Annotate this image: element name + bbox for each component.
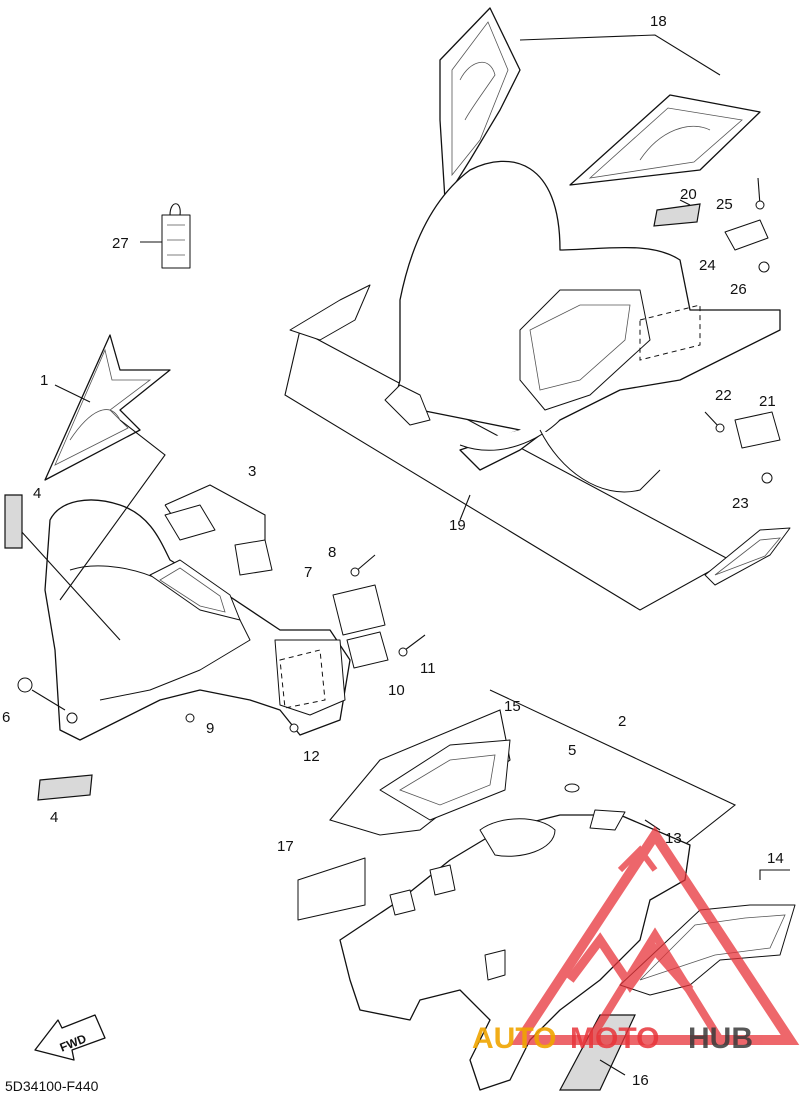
part-11-rivet [398, 634, 426, 657]
part-27-tag [140, 203, 191, 269]
part-20-decal [653, 199, 701, 227]
callout-label: 13 [665, 830, 682, 847]
callout-label: 16 [632, 1072, 649, 1089]
part-1-decal [44, 334, 171, 481]
callout-label: 24 [699, 257, 716, 274]
side-cover-assembly [329, 689, 737, 1091]
part-3-decals [164, 504, 273, 576]
callout-label: 23 [732, 495, 749, 512]
callout-label: 26 [730, 281, 747, 298]
callout-label: 2 [618, 713, 626, 730]
watermark-wordmark: AUTO MOTO HUB [472, 1022, 753, 1055]
part-12-nut [289, 723, 299, 733]
callout-label: 7 [304, 564, 312, 581]
callout-label: 14 [767, 850, 784, 867]
callout-label: 4 [33, 485, 41, 502]
callout-label: 8 [328, 544, 336, 561]
svg-text:HUB: HUB [688, 1022, 753, 1055]
callout-label: 6 [2, 709, 10, 726]
part-23-nut [761, 472, 773, 484]
part-19-rear-fender [284, 160, 791, 611]
part-7-plate [332, 584, 386, 636]
callout-label: 22 [715, 387, 732, 404]
part-code: 5D34100-F440 [5, 1078, 99, 1094]
part-6-cap [17, 677, 66, 711]
watermark-logo [510, 825, 800, 1045]
callout-label: 1 [40, 372, 48, 389]
part-14-decal [619, 869, 796, 996]
callout-label: 3 [248, 463, 256, 480]
part-24-plate [724, 219, 769, 251]
part-26-nut [758, 261, 770, 273]
callout-label: 12 [303, 748, 320, 765]
part-10-plate [346, 631, 389, 669]
svg-text:AUTO: AUTO [472, 1022, 556, 1055]
callout-label: 5 [568, 742, 576, 759]
part-8-rivet [350, 554, 376, 577]
callout-labels: 1 2 3 4 4 5 6 7 8 9 10 11 12 13 14 15 16… [2, 13, 784, 1089]
part-4-decal-upper [4, 494, 23, 549]
part-21-plate [734, 411, 781, 449]
part-9-nut [185, 713, 195, 723]
part-25-rivet [755, 177, 765, 210]
callout-label: 9 [206, 720, 214, 737]
part-4-decal-lower [37, 774, 93, 801]
callout-label: 19 [449, 517, 466, 534]
part-22-rivet [704, 411, 725, 433]
callout-label: 17 [277, 838, 294, 855]
callout-label: 25 [716, 196, 733, 213]
fwd-arrow-icon: FWD [34, 1014, 106, 1061]
svg-text:MOTO: MOTO [570, 1022, 659, 1055]
front-fender-assembly [19, 419, 351, 741]
callout-label: 10 [388, 682, 405, 699]
part-5-cap [564, 783, 580, 793]
callout-label: 20 [680, 186, 697, 203]
callout-label: 11 [420, 660, 436, 677]
part-18-decals [439, 7, 761, 201]
callout-label: 21 [759, 393, 776, 410]
callout-label: 18 [650, 13, 667, 30]
callout-label: 15 [504, 698, 521, 715]
callout-label: 4 [50, 809, 58, 826]
part-17-decal [297, 857, 366, 921]
callout-label: 27 [112, 235, 129, 252]
